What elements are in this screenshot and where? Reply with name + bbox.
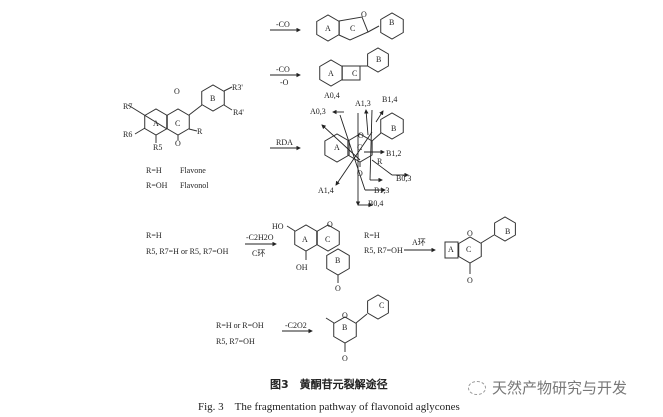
sub-r: R <box>197 127 203 136</box>
bond <box>223 86 233 92</box>
fragment-label: B1,3 <box>374 186 389 195</box>
bond <box>367 25 380 33</box>
bond <box>325 317 335 324</box>
caption-chinese: 图3 黄酮苷元裂解途径 <box>270 378 388 391</box>
ring-label-c: C <box>325 235 330 244</box>
wechat-icon <box>468 380 486 395</box>
group-oh: OH <box>296 263 308 272</box>
ring-c <box>367 294 389 320</box>
ring-label-c: C <box>352 69 357 78</box>
reaction-arrows <box>245 27 436 334</box>
fragment-label: B0,4 <box>368 199 383 208</box>
ring-label-b: B <box>210 94 215 103</box>
condition: R=H <box>364 231 380 240</box>
arrow-label: A环 <box>412 238 426 247</box>
atom-o: O <box>467 229 473 238</box>
ring-label-a: A <box>334 143 340 152</box>
ring-b <box>367 47 389 73</box>
atom-o: O <box>175 139 181 148</box>
sub-r: R <box>377 157 383 166</box>
sub-r4p: R4' <box>233 108 244 117</box>
atom-o: O <box>335 284 341 293</box>
sub-r3p: R3' <box>232 83 243 92</box>
atom-o: O <box>357 169 363 178</box>
bond <box>134 127 146 135</box>
ring-label-c: C <box>466 245 471 254</box>
atom-o: O <box>342 311 348 320</box>
watermark: 天然产物研究与开发 <box>468 377 627 398</box>
ring-label-b: B <box>376 55 381 64</box>
atom-o: O <box>327 220 333 229</box>
sub-r5: R5 <box>153 143 162 152</box>
ring-label-c: C <box>357 143 362 152</box>
ring-label-b: B <box>391 124 396 133</box>
condition: R5, R7=H or R5, R7=OH <box>146 247 229 256</box>
condition: R=H <box>146 231 162 240</box>
legend-r: R=OH <box>146 181 168 190</box>
fragment-label: A0,4 <box>324 91 340 100</box>
ring-label-b: B <box>389 18 394 27</box>
arrow-label: -C2O2 <box>285 321 307 330</box>
bond <box>188 104 203 116</box>
ring-label-a: A <box>325 24 331 33</box>
atom-o: O <box>361 10 367 19</box>
ring-label-b: B <box>335 256 340 265</box>
ring-label-a: A <box>448 245 454 254</box>
atom-o: O <box>342 354 348 363</box>
bond <box>223 104 233 111</box>
condition: R=H or R=OH <box>216 321 264 330</box>
fragment-label: B0,3 <box>396 174 411 183</box>
ring-structures <box>127 12 516 352</box>
sub-r6: R6 <box>123 130 132 139</box>
legend-r: R=H <box>146 166 162 175</box>
ring-label-c: C <box>350 24 355 33</box>
arrow-o-label: -O <box>280 78 289 87</box>
ring-c <box>338 16 369 41</box>
caption-english: Fig. 3 The fragmentation pathway of flav… <box>198 401 460 413</box>
fragment-label: A1,4 <box>318 186 334 195</box>
legend-name: Flavonol <box>180 181 209 190</box>
ring-label-c: C <box>379 301 384 310</box>
ring-label-a: A <box>328 69 334 78</box>
condition: R5, R7=OH <box>364 246 403 255</box>
ring-label-b: B <box>342 323 347 332</box>
legend-name: Flavone <box>180 166 206 175</box>
bond <box>127 104 168 130</box>
bond <box>480 234 495 244</box>
ring-a <box>444 241 459 259</box>
arrow-rda-label: RDA <box>276 138 293 147</box>
bond <box>371 132 382 142</box>
ring-label-c: C <box>175 119 180 128</box>
bond <box>188 128 198 132</box>
arrow-co-label: -CO <box>276 20 290 29</box>
arrow-label: C环 <box>252 249 265 258</box>
ring-label-a: A <box>302 235 308 244</box>
atom-o: O <box>358 131 364 140</box>
fragment-label: A0,3 <box>310 107 326 116</box>
ring-b <box>380 12 404 40</box>
ring-c <box>341 65 361 81</box>
ring-label-b: B <box>505 227 510 236</box>
fragment-label: B1,2 <box>386 149 401 158</box>
ring-b <box>380 112 404 140</box>
fragment-label: A1,3 <box>355 99 371 108</box>
bond <box>355 313 368 324</box>
arrow-label: -C2H2O <box>246 233 274 242</box>
condition: R5, R7=OH <box>216 337 255 346</box>
sub-r7: R7 <box>123 102 132 111</box>
watermark-text: 天然产物研究与开发 <box>492 379 628 397</box>
ring-c <box>316 224 340 252</box>
atom-o: O <box>467 276 473 285</box>
arrow-co-label: -CO <box>276 65 290 74</box>
fragment-label: B1,4 <box>382 95 397 104</box>
atom-o: O <box>174 87 180 96</box>
group-ho: HO <box>272 222 284 231</box>
ring-b <box>201 84 225 112</box>
ring-label-a: A <box>153 119 159 128</box>
bond <box>286 225 296 232</box>
ring-b <box>494 216 516 242</box>
